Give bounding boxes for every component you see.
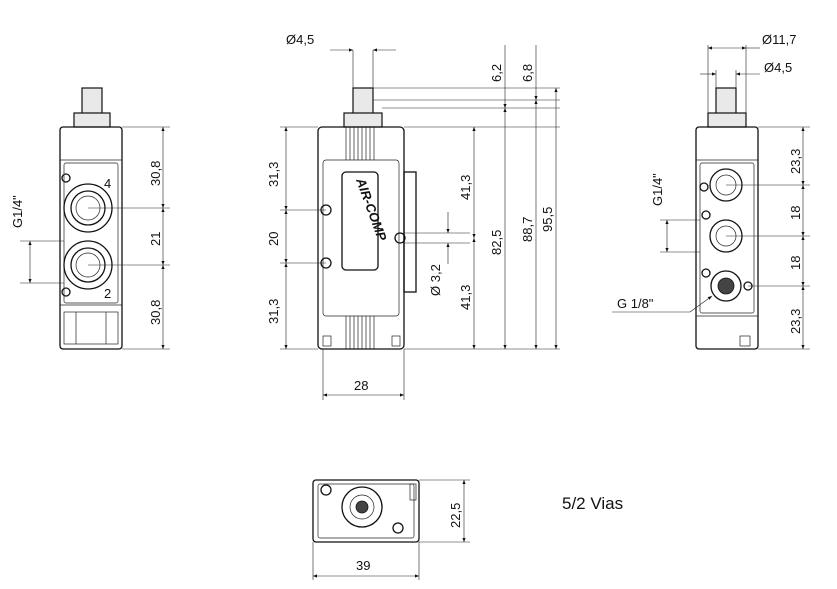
right-dim-1: 23,3 (788, 149, 803, 174)
front-stem (352, 87, 374, 115)
bottom-body (312, 479, 420, 543)
front-dim-top-1: 6,2 (489, 64, 504, 82)
bottom-view: 22,5 39 (312, 479, 470, 580)
front-dim-top-2: 6,8 (520, 64, 535, 82)
front-dim-left-mid: 20 (266, 232, 281, 246)
front-hole-dia: Ø 3,2 (428, 264, 443, 296)
right-thread: G1/4" (650, 173, 665, 206)
brand-plate (341, 171, 379, 271)
front-dim-left-bottom: 31,3 (266, 299, 281, 324)
front-width: 28 (354, 378, 368, 393)
right-view: Ø11,7 Ø4,5 23,3 18 18 23,3 G1/4" G 1/8" (612, 32, 810, 350)
right-dim-3: 18 (788, 256, 803, 270)
right-body (695, 126, 759, 350)
front-dim-total-2: 88,7 (520, 217, 535, 242)
left-body (59, 126, 123, 350)
bottom-port (341, 486, 383, 528)
valve-type-caption: 5/2 Vias (562, 494, 624, 513)
bottom-width: 39 (356, 558, 370, 573)
left-view: 4 2 30,8 21 30,8 G1/4" (10, 87, 170, 350)
right-dia-stem: Ø4,5 (764, 60, 792, 75)
left-port-label-4: 4 (104, 176, 111, 191)
right-dim-2: 18 (788, 206, 803, 220)
left-dim-bottom: 30,8 (148, 300, 163, 325)
front-dim-right-bottom: 41,3 (458, 285, 473, 310)
right-dim-4: 23,3 (788, 309, 803, 334)
right-pilot-thread: G 1/8" (617, 296, 654, 311)
front-dim-total-1: 82,5 (489, 230, 504, 255)
front-dim-left-top: 31,3 (266, 162, 281, 187)
bottom-height: 22,5 (448, 503, 463, 528)
left-dim-top: 30,8 (148, 161, 163, 186)
left-stem (81, 87, 103, 115)
front-view: AIR-COMP Ø4,5 31,3 20 31,3 Ø 3,2 (266, 32, 560, 400)
left-thread: G1/4" (10, 195, 25, 228)
left-stem-collar (73, 112, 111, 128)
right-pilot-port (710, 270, 742, 302)
left-dim-mid: 21 (148, 232, 163, 246)
right-stem (715, 87, 737, 115)
left-port-label-2: 2 (104, 286, 111, 301)
front-stem-dia: Ø4,5 (286, 32, 314, 47)
right-dia-outer: Ø11,7 (762, 32, 796, 47)
brand-logo: AIR-COMP (353, 175, 390, 243)
front-dim-right-top: 41,3 (458, 175, 473, 200)
front-dim-total-3: 95,5 (540, 207, 555, 232)
